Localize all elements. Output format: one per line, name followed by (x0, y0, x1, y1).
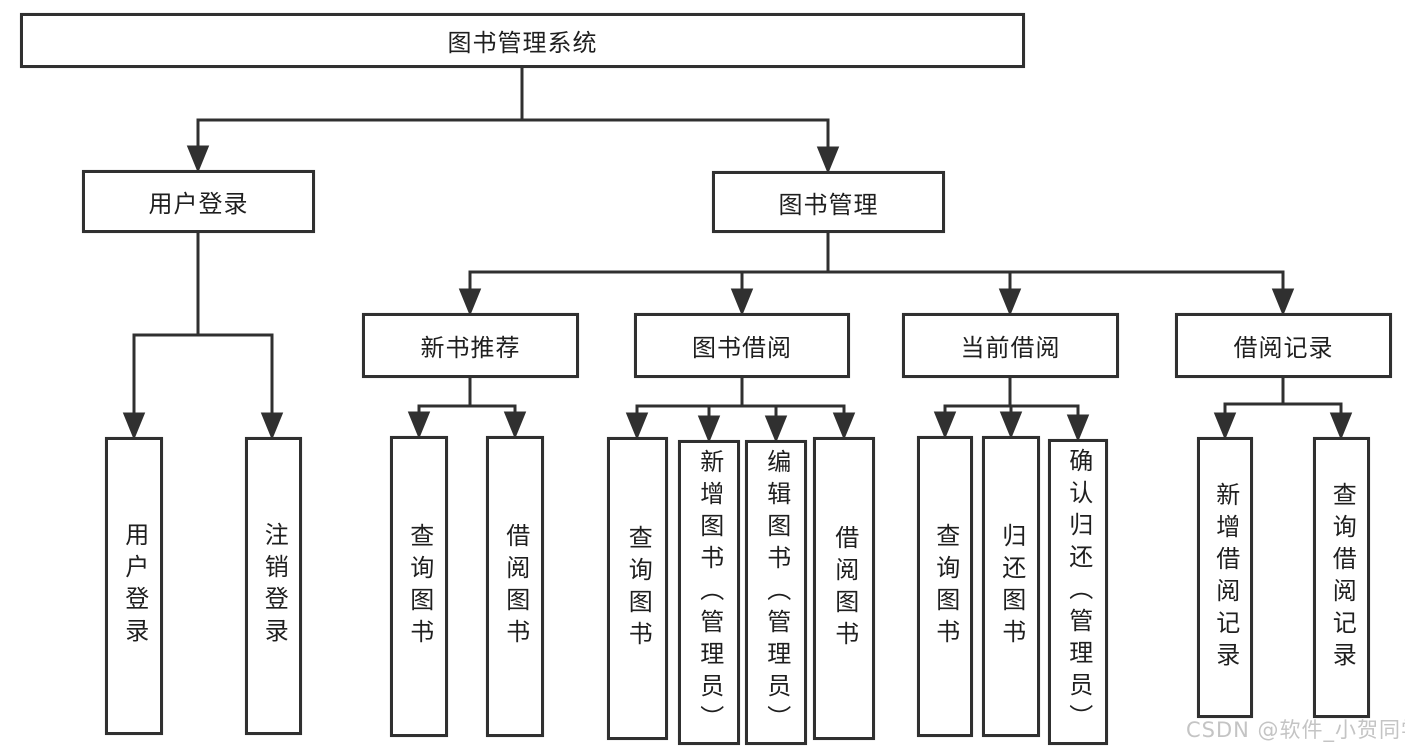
leaf-query-books-1: 查询图书 (390, 436, 448, 737)
connector-borrow-records-to-leaves (1213, 378, 1353, 440)
leaf-query-books-2-label: 查询图书 (624, 524, 653, 653)
leaf-query-books-1-label: 查询图书 (405, 522, 434, 651)
leaf-query-borrow-record-label: 查询借阅记录 (1328, 481, 1357, 674)
leaf-logout-login-label: 注销登录 (260, 522, 289, 650)
leaf-borrow-books-2-label: 借阅图书 (830, 524, 859, 653)
node-borrow-records-label: 借阅记录 (1233, 334, 1334, 362)
leaf-confirm-return-admin-label: 确认归还（管理员） (1064, 448, 1093, 736)
leaf-user-login: 用户登录 (105, 437, 163, 735)
node-new-book-recommend-label: 新书推荐 (420, 334, 521, 362)
node-book-management: 图书管理 (712, 171, 945, 233)
leaf-query-books-3: 查询图书 (917, 436, 973, 737)
csdn-watermark: CSDN @软件_小贺同学 (1186, 718, 1405, 742)
leaf-add-books-admin: 新增图书（管理员） (678, 440, 740, 745)
node-borrow-records: 借阅记录 (1175, 313, 1392, 378)
connector-new-book-recommend-to-leaves (407, 378, 527, 439)
connector-book-borrow-to-leaves (625, 378, 856, 443)
node-new-book-recommend: 新书推荐 (362, 313, 579, 378)
node-book-borrow-label: 图书借阅 (692, 334, 792, 362)
leaf-borrow-books-2: 借阅图书 (813, 437, 875, 740)
leaf-edit-books-admin: 编辑图书（管理员） (745, 440, 807, 745)
connector-root-to-level2 (186, 66, 840, 174)
leaf-logout-login: 注销登录 (245, 437, 302, 735)
node-root: 图书管理系统 (20, 13, 1025, 68)
connector-book-management-to-level3 (458, 233, 1295, 316)
leaf-confirm-return-admin: 确认归还（管理员） (1048, 439, 1108, 745)
leaf-query-books-3-label: 查询图书 (931, 522, 960, 651)
connector-user-login-to-leaves (122, 233, 284, 440)
leaf-borrow-books-1-label: 借阅图书 (501, 522, 530, 651)
leaf-return-books: 归还图书 (982, 436, 1040, 737)
leaf-add-books-admin-label: 新增图书（管理员） (695, 448, 724, 737)
node-current-borrow-label: 当前借阅 (960, 334, 1061, 362)
leaf-return-books-label: 归还图书 (997, 522, 1026, 651)
leaf-add-borrow-record: 新增借阅记录 (1197, 437, 1253, 718)
leaf-edit-books-admin-label: 编辑图书（管理员） (762, 448, 791, 737)
node-root-label: 图书管理系统 (447, 29, 598, 57)
leaf-query-books-2: 查询图书 (607, 437, 668, 740)
connector-current-borrow-to-leaves (933, 378, 1090, 442)
node-book-borrow: 图书借阅 (634, 313, 850, 378)
node-current-borrow: 当前借阅 (902, 313, 1119, 378)
leaf-add-borrow-record-label: 新增借阅记录 (1211, 481, 1240, 674)
leaf-user-login-label: 用户登录 (120, 522, 149, 650)
node-book-management-label: 图书管理 (778, 190, 879, 219)
leaf-borrow-books-1: 借阅图书 (486, 436, 544, 737)
node-user-login-label: 用户登录 (148, 190, 249, 218)
leaf-query-borrow-record: 查询借阅记录 (1313, 437, 1370, 718)
node-user-login: 用户登录 (82, 170, 315, 233)
